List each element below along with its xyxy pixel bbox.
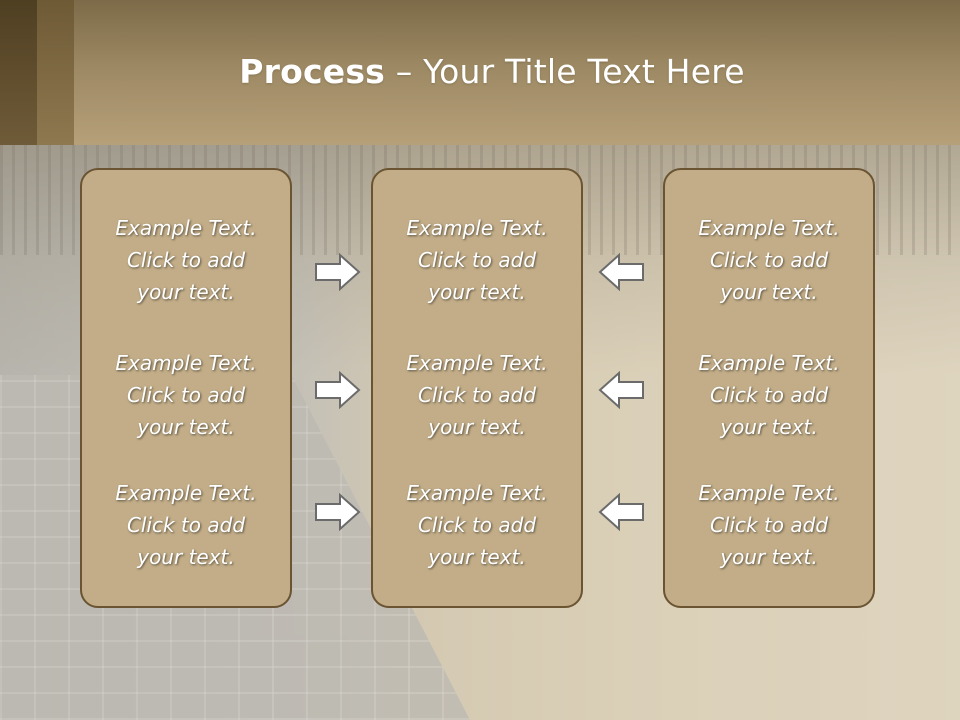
placeholder-text[interactable]: Example Text. Click to add your text. [406,216,548,304]
right-arrow-icon [314,492,362,532]
placeholder-text[interactable]: Example Text. Click to add your text. [698,351,840,439]
header-accent-strip [37,0,74,145]
title-rest: – Your Title Text Here [385,52,745,91]
placeholder-text[interactable]: Example Text. Click to add your text. [698,481,840,569]
placeholder-text[interactable]: Example Text. Click to add your text. [115,351,257,439]
title-bold: Process [239,52,386,91]
right-arrow-icon [314,370,362,410]
left-arrow-icon [597,370,645,410]
slide-title[interactable]: Process – Your Title Text Here [0,52,960,91]
title-band: Process – Your Title Text Here [0,0,960,145]
placeholder-text[interactable]: Example Text. Click to add your text. [406,481,548,569]
placeholder-text[interactable]: Example Text. Click to add your text. [115,481,257,569]
header-accent-strip [0,0,37,145]
process-box-3[interactable]: Example Text. Click to add your text. Ex… [663,168,875,608]
left-arrow-icon [597,492,645,532]
process-box-1[interactable]: Example Text. Click to add your text. Ex… [80,168,292,608]
process-box-2[interactable]: Example Text. Click to add your text. Ex… [371,168,583,608]
right-arrow-icon [314,252,362,292]
placeholder-text[interactable]: Example Text. Click to add your text. [115,216,257,304]
placeholder-text[interactable]: Example Text. Click to add your text. [406,351,548,439]
left-arrow-icon [597,252,645,292]
placeholder-text[interactable]: Example Text. Click to add your text. [698,216,840,304]
